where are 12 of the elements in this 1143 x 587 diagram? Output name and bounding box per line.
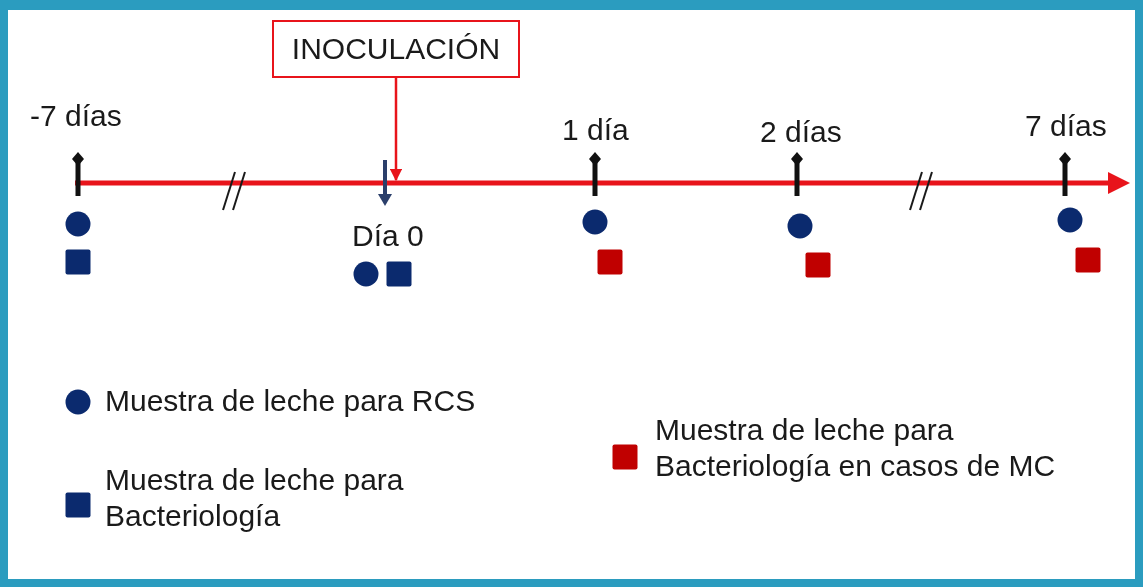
event-label: INOCULACIÓN [291, 31, 501, 67]
time-label: -7 días [30, 98, 122, 134]
event-box [272, 20, 520, 78]
time-label: 7 días [1025, 108, 1107, 144]
timeline-arrow [75, 172, 1130, 194]
legend-text: Muestra de leche para Bacteriología [105, 462, 405, 534]
time-label: 2 días [760, 114, 842, 150]
legend-text: Muestra de leche para Bacteriología en casos de MC [655, 412, 1057, 484]
time-label: Día 0 [352, 218, 424, 254]
time-label: 1 día [562, 112, 629, 148]
arrow [389, 78, 403, 182]
legend-text: Muestra de leche para RCS [105, 383, 477, 419]
